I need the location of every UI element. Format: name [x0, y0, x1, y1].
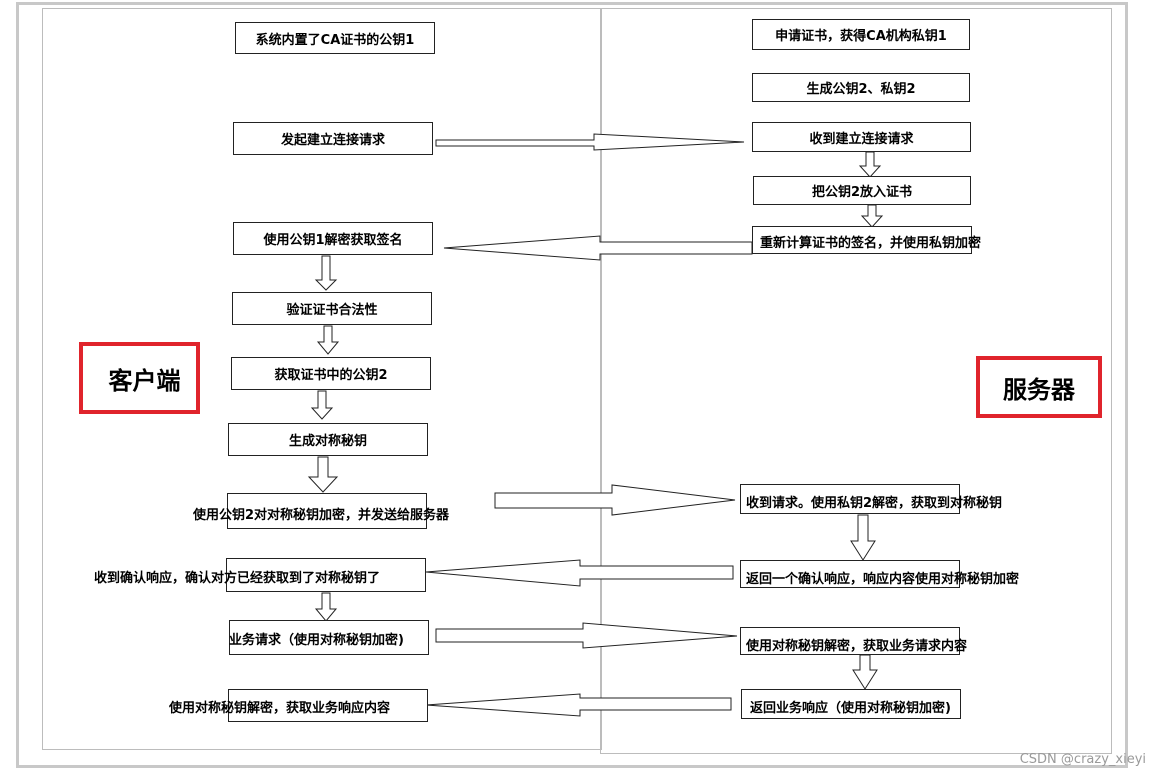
server-ack-box [740, 560, 960, 588]
server-return-ack: 返回一个确认响应，响应内容使用对称秘钥加密 [746, 572, 1020, 587]
client-get-public-key2: 获取证书中的公钥2 [231, 357, 431, 390]
server-receive-connect: 收到建立连接请求 [752, 122, 971, 152]
client-decrypt-signature: 使用公钥1解密获取签名 [233, 222, 433, 255]
server-page [600, 8, 1112, 754]
server-receive-request: 收到请求。使用私钥2解密，获取到对称秘钥 [746, 496, 1003, 511]
client-page [42, 8, 602, 750]
client-side-label: 客户端 [79, 342, 200, 414]
arrow-down-9 [852, 654, 878, 690]
arrow-business-request [435, 622, 738, 649]
client-confirm-received: 收到确认响应，确认对方已经获取到了对称秘钥了 [94, 571, 381, 586]
arrow-down-3 [310, 390, 334, 420]
arrow-down-6 [858, 151, 882, 178]
client-decrypt-response-box [228, 689, 428, 722]
server-receive-request-box [740, 484, 960, 514]
outer-frame [16, 2, 1128, 768]
server-resign-box [752, 226, 972, 254]
arrow-confirm-back [425, 559, 734, 587]
arrow-certificate-back [443, 235, 753, 261]
arrow-down-1 [314, 255, 338, 291]
client-encrypt-send: 使用公钥2对对称秘钥加密，并发送给服务器 [193, 508, 450, 523]
client-encrypt-send-box [227, 493, 427, 529]
arrow-send-symmetric-key [494, 484, 736, 516]
arrow-down-7 [860, 204, 884, 228]
server-side-label: 服务器 [976, 356, 1102, 418]
watermark: CSDN @crazy_xieyi [1019, 752, 1146, 767]
client-confirm-box [226, 558, 426, 592]
arrow-connect-request [435, 133, 745, 151]
server-put-key-in-cert: 把公钥2放入证书 [753, 176, 971, 205]
arrow-down-8 [850, 514, 876, 561]
server-resign-certificate: 重新计算证书的签名，并使用私钥加密 [760, 236, 982, 251]
client-verify-certificate: 验证证书合法性 [232, 292, 432, 325]
client-business-request-box [229, 620, 429, 655]
server-return-response: 返回业务响应（使用对称秘钥加密) [750, 701, 951, 716]
server-decrypt-request-box [740, 627, 960, 655]
client-business-request: 业务请求（使用对称秘钥加密) [229, 633, 404, 648]
client-connect-request: 发起建立连接请求 [233, 122, 433, 155]
server-decrypt-request: 使用对称秘钥解密，获取业务请求内容 [746, 639, 968, 654]
client-builtin-ca-key: 系统内置了CA证书的公钥1 [235, 22, 435, 54]
arrow-down-5 [314, 592, 338, 622]
arrow-business-response [425, 693, 732, 717]
server-return-response-box [741, 689, 961, 719]
client-generate-symmetric-key: 生成对称秘钥 [228, 423, 428, 456]
server-apply-certificate: 申请证书，获得CA机构私钥1 [752, 19, 970, 50]
client-decrypt-response: 使用对称秘钥解密，获取业务响应内容 [169, 701, 391, 716]
arrow-down-4 [307, 456, 339, 493]
server-generate-keys: 生成公钥2、私钥2 [752, 73, 970, 102]
arrow-down-2 [316, 325, 340, 355]
